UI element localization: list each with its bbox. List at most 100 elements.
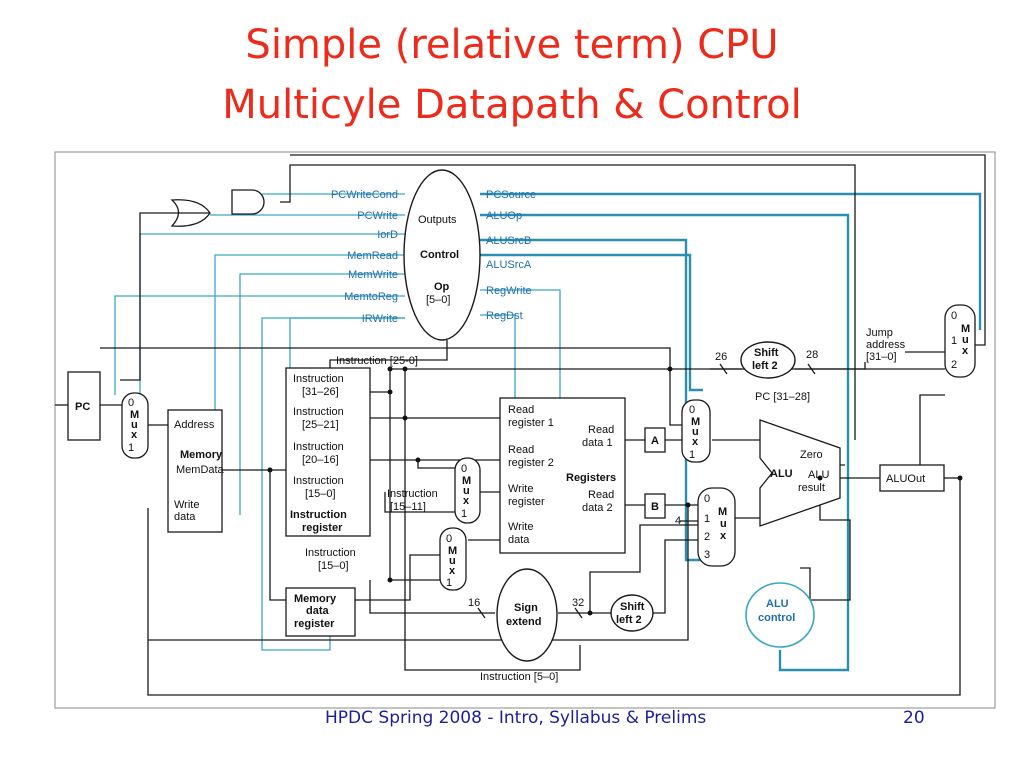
svg-text:[15–0]: [15–0] [305,488,336,500]
svg-text:M: M [462,475,471,487]
svg-text:1: 1 [704,513,710,525]
signal-regdst: RegDst [486,310,523,322]
shift-left-2-offset [610,594,654,632]
signal-irwrite: IRWrite [362,313,398,325]
jump-address-label-3: [31–0] [866,351,897,363]
svg-text:u: u [449,555,456,567]
slide-title-line-2: Multicyle Datapath & Control [222,82,802,128]
signal-pcwritecond: PCWriteCond [331,189,398,201]
svg-text:1: 1 [128,442,134,454]
svg-text:A: A [651,435,659,447]
datapath-wires [55,154,986,696]
signal-memtoreg: MemtoReg [344,291,398,303]
registers-name: Registers [566,472,616,484]
register-file [499,397,626,554]
svg-text:Instruction: Instruction [293,373,344,385]
svg-text:register 1: register 1 [508,417,554,429]
svg-text:[20–16]: [20–16] [302,454,339,466]
memory-unit [167,409,223,533]
svg-text:x: x [131,429,138,441]
bits-28-label: 28 [806,349,818,361]
svg-text:Instruction: Instruction [293,475,344,487]
signal-memread: MemRead [347,250,398,262]
svg-text:1: 1 [461,508,467,520]
svg-text:Read: Read [588,424,614,436]
svg-text:u: u [131,419,138,431]
alu-zero-label: Zero [800,449,823,461]
svg-text:Memory: Memory [294,593,337,605]
alu [759,419,841,527]
svg-text:0: 0 [461,463,467,475]
svg-text:0: 0 [446,533,452,545]
control-left-signals: PCWriteCond PCWrite IorD MemRead MemWrit… [331,189,398,325]
aluout-register [879,464,945,492]
instruction-15-0-label-1: Instruction [305,547,356,559]
svg-text:data: data [508,534,530,546]
jump-address-label-2: address [866,339,906,351]
svg-text:M: M [130,409,139,421]
mux-pcsource: 0 1 2 M u x [944,304,976,378]
memory-address-label: Address [174,419,215,431]
svg-text:Shift: Shift [620,601,645,613]
signal-memwrite: MemWrite [348,269,398,281]
svg-text:x: x [720,530,727,542]
svg-text:[31–26]: [31–26] [302,386,339,398]
instruction-register [285,367,371,537]
svg-text:extend: extend [506,616,541,628]
instruction-15-0-label-2: [15–0] [318,560,349,572]
svg-text:M: M [691,416,700,428]
svg-text:x: x [692,436,699,448]
register-b [644,493,666,519]
svg-text:0: 0 [951,310,957,322]
svg-text:data 1: data 1 [582,437,613,449]
svg-text:1: 1 [446,577,452,589]
memory-data-register [285,587,356,637]
const-4-label: 4 [675,515,681,527]
svg-text:left 2: left 2 [752,360,778,372]
svg-text:register 2: register 2 [508,457,554,469]
svg-text:B: B [651,501,659,513]
signal-pcwrite: PCWrite [357,210,398,222]
pc-label: PC [75,401,90,413]
and-gate [231,189,265,215]
signal-pcsource: PCSource [486,189,536,201]
svg-text:ALU: ALU [766,598,789,610]
svg-text:u: u [720,518,727,530]
svg-text:Shift: Shift [754,347,779,359]
control-unit [403,169,481,341]
svg-text:data 2: data 2 [582,502,613,514]
svg-text:1: 1 [689,449,695,461]
instruction-register-name-1: Instruction [290,509,347,521]
signal-iord: IorD [377,229,398,241]
junction-dots [267,366,963,616]
signal-alusrca: ALUSrcA [486,259,532,271]
mux-regdst: 0 M u x 1 [454,457,481,524]
svg-text:M: M [961,323,970,335]
svg-text:data: data [306,605,330,617]
instruction-15-11-label-2: [15–11] [390,501,426,513]
control-outputs-label: Outputs [418,214,457,226]
svg-text:3: 3 [704,549,710,561]
mux-memtoreg: 0 M u x 1 [439,527,467,591]
svg-text:control: control [758,612,795,624]
svg-text:Read: Read [508,444,534,456]
bits-26-label: 26 [715,351,727,363]
svg-text:register: register [294,618,335,630]
page-number: 20 [903,708,925,728]
instruction-15-11-label-1: Instruction [387,488,438,500]
svg-text:Instruction: Instruction [293,441,344,453]
memory-data-label: data [174,511,196,523]
signal-regwrite: RegWrite [486,285,532,297]
svg-text:u: u [962,334,969,346]
svg-text:0: 0 [689,404,695,416]
signal-aluop: ALUOp [486,210,522,222]
signal-alusrcb: ALUSrcB [486,235,531,247]
alu-result-label-2: result [798,482,825,494]
slide-title-line-1: Simple (relative term) CPU [245,22,779,68]
svg-text:Read: Read [508,404,534,416]
svg-text:2: 2 [951,359,957,371]
bits-32-label: 32 [572,597,584,609]
diagram-frame [54,151,996,709]
svg-text:Sign: Sign [514,602,538,614]
shift-left-2-jump [740,341,796,379]
